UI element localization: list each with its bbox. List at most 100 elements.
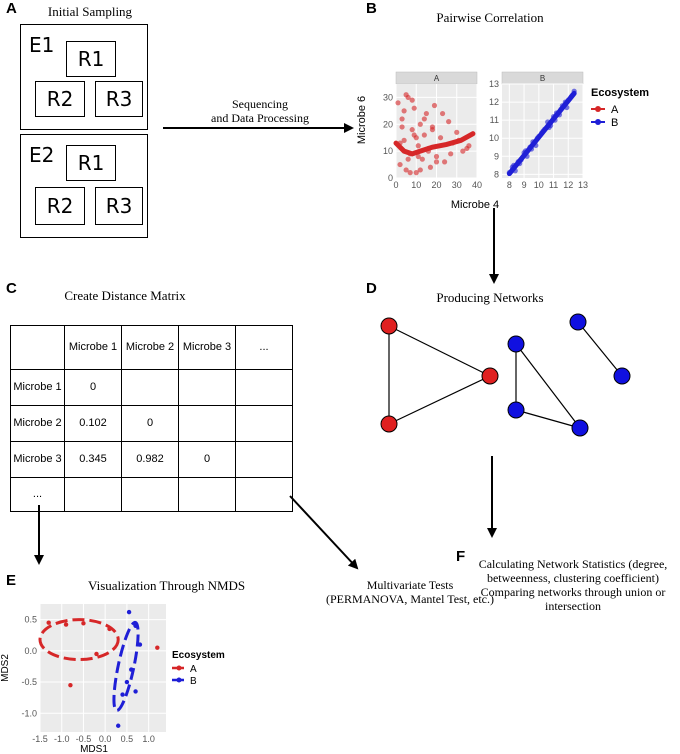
data-point <box>94 651 99 657</box>
panel-letter-c: C <box>6 280 17 297</box>
nmds-legend-key-b <box>176 677 182 683</box>
x-tick-label: 0.0 <box>99 734 112 744</box>
network-node-b <box>507 401 525 419</box>
data-point <box>68 682 73 688</box>
facet-label: B <box>540 74 545 83</box>
y-tick-label: 30 <box>383 92 393 102</box>
network-node-b <box>569 313 587 331</box>
network-node-a <box>380 317 398 335</box>
matrix-corner <box>10 325 65 370</box>
data-point <box>155 645 160 650</box>
environment-e1-label: E1 <box>29 33 55 57</box>
x-tick-label: 0.5 <box>121 734 134 744</box>
network-edge <box>388 325 491 377</box>
x-tick-label: 11 <box>549 180 558 190</box>
nmds-legend-b: B <box>190 676 197 687</box>
matrix-cell <box>121 477 179 512</box>
data-point <box>429 127 436 133</box>
y-tick-label: 11 <box>490 115 499 125</box>
matrix-header: Microbe 3 <box>178 325 236 370</box>
data-point <box>409 127 415 133</box>
confidence-ellipse <box>112 620 140 712</box>
data-point <box>421 132 427 138</box>
nmds-legend-a: A <box>190 664 197 675</box>
data-point <box>46 620 51 625</box>
nmds-ylabel: MDS2 <box>0 654 11 682</box>
data-point <box>464 145 470 152</box>
data-point <box>442 159 448 165</box>
x-tick-label: -1.0 <box>54 734 70 744</box>
panel-d-title: Producing Networks <box>436 290 544 305</box>
data-point <box>397 161 403 168</box>
data-point <box>433 153 440 160</box>
panel-f-line1: Calculating Network Statistics (degree, <box>478 557 668 571</box>
data-point <box>433 159 440 165</box>
panel-e-title: Visualization Through NMDS <box>88 578 246 593</box>
y-tick-label: 20 <box>383 119 393 129</box>
x-tick-label: 40 <box>472 180 482 190</box>
y-tick-label: 10 <box>489 133 499 143</box>
data-point <box>399 116 405 122</box>
network-edge <box>515 343 581 429</box>
data-point <box>446 119 452 125</box>
matrix-header: ... <box>235 325 293 370</box>
nmds-legend-key-a <box>176 665 182 671</box>
replicate-box: R3 <box>95 81 143 117</box>
matrix-row-label: ... <box>10 477 65 512</box>
data-point <box>401 108 407 114</box>
correlation-legend-title: Ecosystem <box>591 87 649 99</box>
sequencing-label-line1: Sequencing <box>232 97 288 111</box>
facet-label: A <box>434 74 440 83</box>
environment-e2-label: E2 <box>29 143 55 167</box>
matrix-cell: 0 <box>121 405 179 442</box>
data-point <box>409 97 415 103</box>
network-node-b <box>613 367 631 385</box>
multivariate-line2: (PERMANOVA, Mantel Test, etc.) <box>325 592 495 606</box>
data-point <box>395 100 401 106</box>
y-tick-label: -0.5 <box>21 677 37 687</box>
y-tick-label: 13 <box>489 79 499 89</box>
trend-line <box>393 131 476 157</box>
data-point <box>431 102 438 109</box>
network-edge <box>577 321 623 377</box>
data-point <box>415 153 421 160</box>
data-point <box>454 129 460 135</box>
data-point <box>423 110 429 117</box>
panel-a-title: Initial Sampling <box>47 4 133 19</box>
x-tick-label: 10 <box>534 180 544 190</box>
data-point <box>407 170 413 176</box>
matrix-cell: 0.982 <box>121 441 179 478</box>
x-tick-label: 9 <box>522 180 527 190</box>
distance-matrix: Microbe 1 Microbe 2 Microbe 3 ... Microb… <box>10 325 293 512</box>
y-tick-label: 0.0 <box>24 646 37 656</box>
y-tick-label: 10 <box>383 146 393 156</box>
network-edge <box>388 375 491 425</box>
network-node-b <box>571 419 589 437</box>
data-point <box>137 642 143 647</box>
x-tick-label: 1.0 <box>142 734 155 744</box>
y-tick-label: 9 <box>494 151 499 161</box>
matrix-cell <box>235 369 293 406</box>
y-tick-label: 8 <box>494 169 499 179</box>
panel-letter-a: A <box>6 0 17 17</box>
data-point <box>417 167 423 173</box>
network-edge <box>515 409 581 429</box>
data-point <box>129 667 134 672</box>
nmds-legend-title: Ecosystem <box>172 650 225 661</box>
data-point <box>403 167 409 173</box>
trend-line <box>506 90 577 177</box>
y-tick-label: 0 <box>388 173 393 183</box>
data-point <box>133 623 138 629</box>
panel-f-line3: Comparing networks through union or <box>480 585 666 599</box>
data-point <box>415 143 421 149</box>
data-point <box>427 164 434 170</box>
panel-f-line4: intersection <box>545 599 601 613</box>
x-tick-label: 8 <box>507 180 512 190</box>
y-tick-label: -1.0 <box>21 708 37 718</box>
data-point <box>401 137 407 143</box>
matrix-cell <box>178 369 236 406</box>
matrix-cell <box>121 369 179 406</box>
network-node-a <box>481 367 499 385</box>
